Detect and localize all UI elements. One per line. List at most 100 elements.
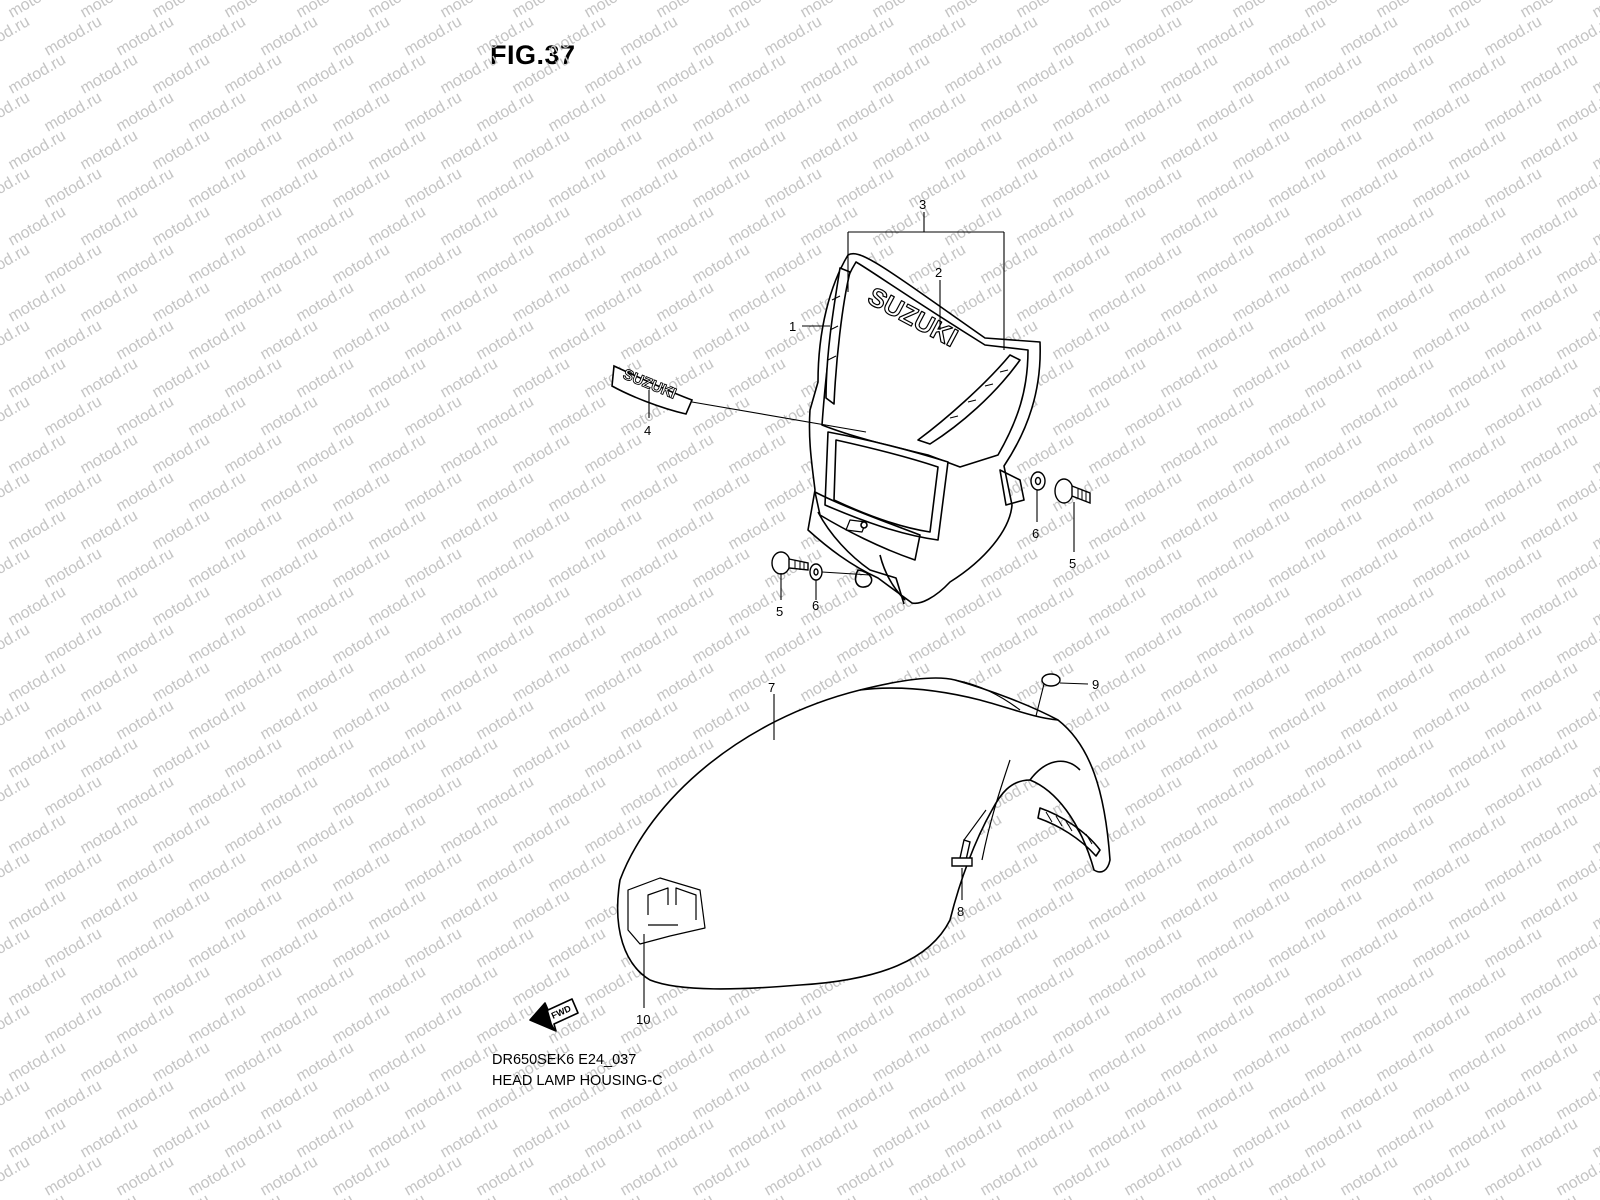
watermark-text: motod.ru [582,1115,645,1161]
watermark-text: motod.ru [150,51,213,97]
watermark-text: motod.ru [510,127,573,173]
watermark-text: motod.ru [1014,51,1077,97]
watermark-text: motod.ru [150,583,213,629]
watermark-text: motod.ru [1230,963,1293,1009]
watermark-text: motod.ru [1302,1191,1365,1200]
watermark-text: motod.ru [1230,659,1293,705]
watermark-text: motod.ru [6,507,69,553]
watermark-text: motod.ru [258,545,321,591]
model-code: DR650SEK6 E24_037 [492,1052,637,1068]
watermark-text: motod.ru [546,469,609,515]
watermark-text: motod.ru [906,165,969,211]
watermark-text: motod.ru [510,203,573,249]
watermark-text: motod.ru [942,51,1005,97]
watermark-text: motod.ru [1518,811,1581,857]
watermark-text: motod.ru [1230,279,1293,325]
watermark-text: motod.ru [6,1039,69,1085]
watermark-text: motod.ru [186,849,249,895]
watermark-text: motod.ru [1194,469,1257,515]
watermark-text: motod.ru [1014,1191,1077,1200]
watermark-text: motod.ru [762,165,825,211]
watermark-text: motod.ru [1590,1039,1600,1085]
watermark-text: motod.ru [1302,583,1365,629]
watermark-text: motod.ru [1050,13,1113,59]
watermark-text: motod.ru [1122,1077,1185,1123]
watermark-text: motod.ru [798,203,861,249]
watermark-text: motod.ru [1014,127,1077,173]
watermark-text: motod.ru [1230,355,1293,401]
watermark-text: motod.ru [1158,735,1221,781]
watermark-text: motod.ru [474,241,537,287]
watermark-text: motod.ru [474,925,537,971]
label-3: 3 [919,197,926,212]
watermark-text: motod.ru [294,887,357,933]
watermark-text: motod.ru [0,469,33,515]
watermark-text: motod.ru [870,51,933,97]
watermark-text: motod.ru [366,127,429,173]
watermark-text: motod.ru [1374,51,1437,97]
watermark-text: motod.ru [762,1077,825,1123]
watermark-text: motod.ru [1518,735,1581,781]
watermark-text: motod.ru [1482,925,1545,971]
watermark-text: motod.ru [1590,51,1600,97]
watermark-text: motod.ru [1158,963,1221,1009]
watermark-text: motod.ru [1482,317,1545,363]
watermark-text: motod.ru [1302,1039,1365,1085]
watermark-text: motod.ru [1482,89,1545,135]
watermark-text: motod.ru [222,355,285,401]
watermark-text: motod.ru [798,1191,861,1200]
watermark-text: motod.ru [1194,1001,1257,1047]
watermark-text: motod.ru [294,355,357,401]
watermark-text: motod.ru [402,241,465,287]
watermark-text: motod.ru [1374,355,1437,401]
watermark-text: motod.ru [834,165,897,211]
watermark-text: motod.ru [6,279,69,325]
watermark-text: motod.ru [1410,697,1473,743]
watermark-text: motod.ru [1410,1001,1473,1047]
watermark-text: motod.ru [186,545,249,591]
watermark-text: motod.ru [618,545,681,591]
watermark-text: motod.ru [1086,127,1149,173]
front-fender [616,677,1111,990]
watermark-text: motod.ru [1266,13,1329,59]
watermark-text: motod.ru [78,1115,141,1161]
watermark-text: motod.ru [1086,507,1149,553]
watermark-text: motod.ru [366,51,429,97]
watermark-text: motod.ru [222,811,285,857]
watermark-text: motod.ru [114,13,177,59]
watermark-text: motod.ru [1266,1077,1329,1123]
watermark-text: motod.ru [1338,13,1401,59]
watermark-text: motod.ru [1158,431,1221,477]
watermark-text: motod.ru [1446,127,1509,173]
watermark-text: motod.ru [114,697,177,743]
watermark-text: motod.ru [1122,545,1185,591]
watermark-text: motod.ru [1338,241,1401,287]
watermark-text: motod.ru [582,659,645,705]
watermark-text: motod.ru [1410,469,1473,515]
watermark-text: motod.ru [906,1001,969,1047]
watermark-text: motod.ru [330,165,393,211]
watermark-text: motod.ru [1230,583,1293,629]
watermark-text: motod.ru [1518,1115,1581,1161]
watermark-text: motod.ru [618,469,681,515]
watermark-text: motod.ru [762,13,825,59]
watermark-text: motod.ru [1410,1077,1473,1123]
watermark-text: motod.ru [330,621,393,667]
watermark-text: motod.ru [0,849,33,895]
watermark-text: motod.ru [222,1039,285,1085]
watermark-text: motod.ru [1410,89,1473,135]
watermark-text: motod.ru [906,89,969,135]
watermark-text: motod.ru [1482,393,1545,439]
watermark-text: motod.ru [1086,431,1149,477]
watermark-text: motod.ru [1518,355,1581,401]
watermark-text: motod.ru [1554,241,1600,287]
watermark-text: motod.ru [1014,507,1077,553]
watermark-text: motod.ru [1554,1077,1600,1123]
watermark-text: motod.ru [726,1191,789,1200]
watermark-text: motod.ru [690,241,753,287]
watermark-text: motod.ru [1338,697,1401,743]
watermark-text: motod.ru [1158,811,1221,857]
watermark-text: motod.ru [1374,203,1437,249]
